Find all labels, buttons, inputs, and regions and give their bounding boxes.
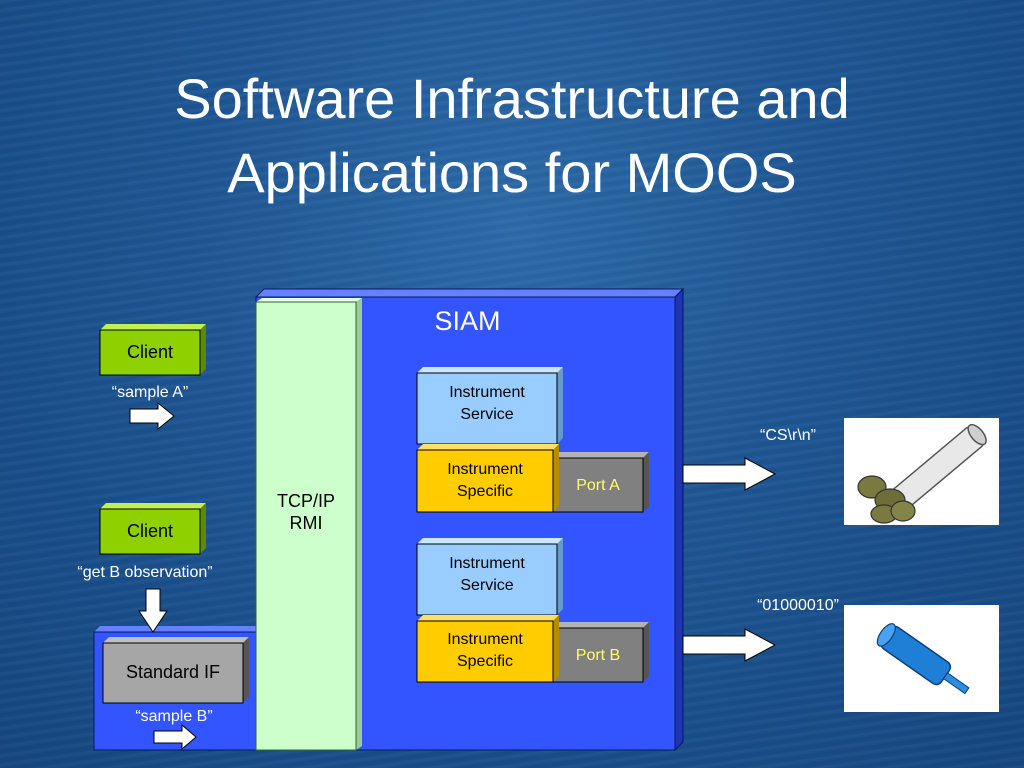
standard-if-label: Standard IF [125,662,221,682]
stack-a [416,367,649,513]
instrument-service-a-line-1: Instrument [449,384,525,401]
standard-if-box [102,637,249,704]
slide-title: Software Infrastructure and Applications… [0,62,1024,210]
instrument-specific-a-line-1: Instrument [447,461,523,478]
stack-b [416,538,649,683]
arrow-right-port-a [682,457,777,491]
instrument-service-a-line-2: Service [460,406,514,423]
standard-if-message: “sample B” [135,708,213,725]
instrument-service-a-label: Instrument Service [417,382,557,426]
title-line-1: Software Infrastructure and [174,67,850,130]
client-b-label: Client [126,521,174,541]
port-a-output: “CS\r\n” [760,427,816,444]
client-b-message: “get B observation” [77,564,213,581]
ctd-sensor-icon [857,423,987,524]
instrument-specific-b-label: Instrument Specific [417,629,553,673]
tcp-ip-rmi-column [255,298,362,751]
client-a-message: “sample A” [111,384,189,401]
instrument-service-b-line-1: Instrument [449,555,525,572]
title-line-2: Applications for MOOS [227,141,797,204]
instrument-service-b-line-2: Service [460,577,514,594]
client-b-box [99,503,206,555]
arrow-right-sample-a [129,401,175,431]
port-b-label: Port B [575,647,621,664]
port-b-output: “01000010” [757,597,839,614]
instrument-specific-a-label: Instrument Specific [417,459,553,503]
client-a-label: Client [126,342,174,362]
siam-label: SIAM [434,306,501,336]
client-a-box [99,324,206,376]
tcp-ip-rmi-label: TCP/IP RMI [256,490,356,534]
instrument-service-b-label: Instrument Service [417,553,557,597]
tcp-line-1: TCP/IP [276,491,335,511]
tcp-line-2: RMI [289,513,323,533]
arrow-right-sample-b [153,723,197,751]
arrow-down-get-b [138,588,168,633]
instrument-specific-b-line-2: Specific [456,653,514,670]
instrument-specific-b-line-1: Instrument [447,631,523,648]
instrument-specific-a-line-2: Specific [456,483,514,500]
arrow-right-port-b [682,628,777,662]
port-a-label: Port A [576,477,620,494]
cylindrical-sensor-icon [876,623,970,695]
